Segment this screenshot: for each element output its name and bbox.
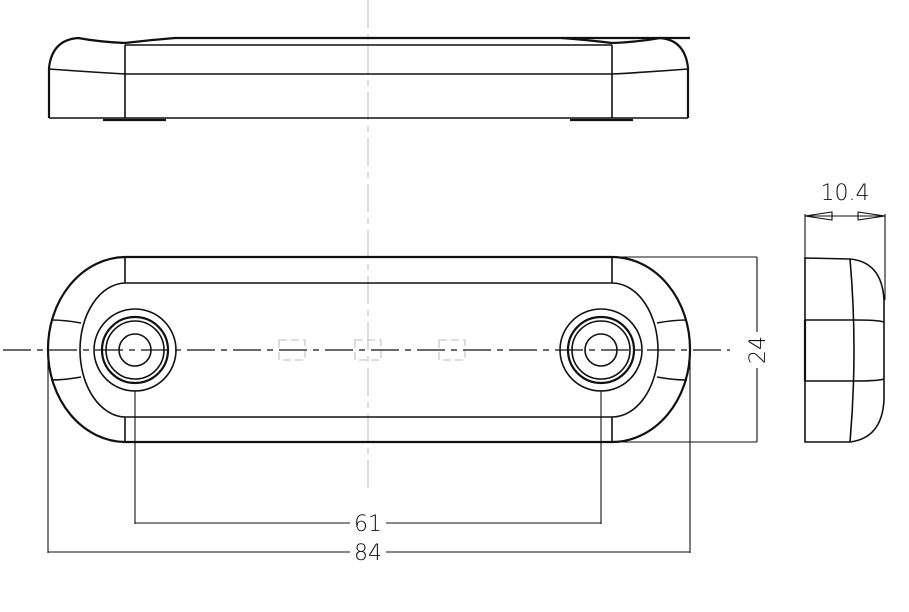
dimension-24: 24: [612, 256, 771, 443]
side-view: [803, 257, 885, 443]
dimension-label-61: 61: [354, 512, 382, 537]
dimension-61: 61: [134, 390, 602, 537]
dimension-84: 84: [47, 350, 691, 566]
front-view: [3, 255, 730, 444]
dimension-label-24: 24: [746, 336, 771, 364]
dimension-10-4: 10.4: [804, 181, 886, 300]
top-view: [47, 36, 690, 122]
dimension-label-84: 84: [354, 541, 382, 566]
dimension-label-10-4: 10.4: [821, 181, 870, 206]
